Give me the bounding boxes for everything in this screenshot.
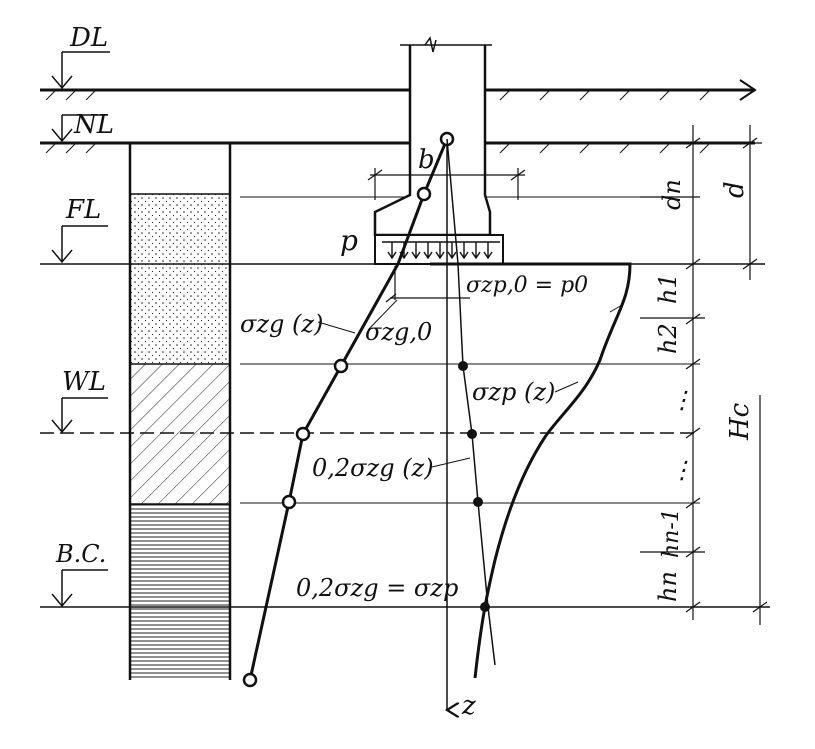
contact-pressure-label: p xyxy=(340,224,358,257)
level-markers xyxy=(51,51,110,608)
foundation xyxy=(373,36,504,265)
natural-level-label: NL xyxy=(73,110,114,140)
additional-stress-label: σzp (z) xyxy=(472,378,555,406)
layer-h2-label: h2 xyxy=(654,323,682,354)
embedment-d-label: d xyxy=(720,181,750,198)
design-level-label: DL xyxy=(69,23,108,53)
layer-hn1-label: hn-1 xyxy=(659,508,684,558)
base-offset-dimension xyxy=(385,266,470,303)
embedment-dn-label: dn xyxy=(658,179,686,210)
design-level-arrow xyxy=(739,79,757,101)
additional-stress-curve xyxy=(430,262,632,679)
compression-depth-label: Hc xyxy=(725,402,755,441)
layer-hn-label: hn xyxy=(654,571,682,602)
stress-points-solid xyxy=(458,361,490,612)
foundation-level-label: FL xyxy=(65,195,101,225)
water-level-label: WL xyxy=(62,367,106,397)
leader-lines xyxy=(317,299,623,468)
z-axis-label: z xyxy=(461,691,476,721)
fifth-self-weight-label: 0,2σzg (z) xyxy=(312,454,434,482)
layer-h1-label: h1 xyxy=(654,273,682,304)
width-label: b xyxy=(418,145,435,175)
right-dimensions xyxy=(640,125,768,625)
width-dimension xyxy=(367,168,526,200)
depth-criterion-label: 0,2σzg = σzp xyxy=(296,574,458,602)
base-stress-label: σzp,0 = p0 xyxy=(466,273,588,298)
layer-dots-upper: ⋮ xyxy=(670,386,694,414)
pressure-arrows xyxy=(382,241,500,260)
base-self-weight-label: σzg,0 xyxy=(365,318,432,346)
layer-dots-lower: ⋮ xyxy=(670,456,694,484)
self-weight-stress-label: σzg (z) xyxy=(240,310,323,338)
soil-column xyxy=(128,143,232,680)
bearing-stratum-label: B.C. xyxy=(55,540,106,568)
ground-hatch-top xyxy=(45,89,711,154)
